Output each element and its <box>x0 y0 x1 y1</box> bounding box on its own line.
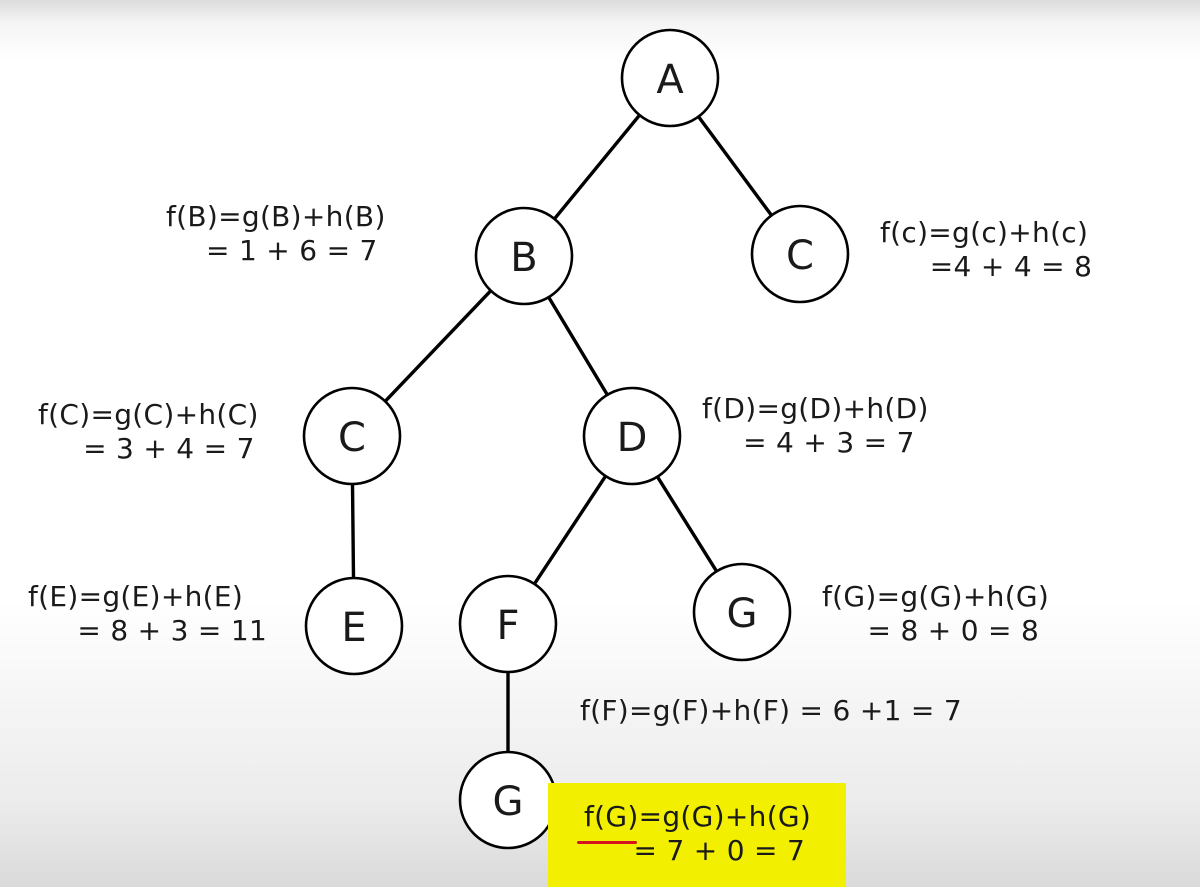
annotation-c-mid-formula: f(C)=g(C)+h(C) <box>38 398 259 431</box>
annotation-b: f(B)=g(B)+h(B) = 1 + 6 = 7 <box>166 200 386 268</box>
annotation-g-goal-value: = 7 + 0 = 7 <box>633 834 806 867</box>
annotation-c-top: f(c)=g(c)+h(c) =4 + 4 = 8 <box>880 216 1092 284</box>
edge-a-to-b <box>552 113 642 221</box>
node-c-top: C <box>750 204 850 304</box>
annotation-c-mid-value: = 3 + 4 = 7 <box>83 432 255 465</box>
node-circle <box>302 386 402 486</box>
annotation-g-right-value: = 8 + 0 = 8 <box>867 614 1040 647</box>
annotation-g-right: f(G)=g(G)+h(G) = 8 + 0 = 8 <box>822 580 1049 648</box>
edge-d-to-f <box>532 474 608 586</box>
edge-layer <box>350 113 774 754</box>
node-label: G <box>493 779 524 825</box>
edge-b-to-c-mid <box>383 289 493 403</box>
node-label: A <box>656 57 684 103</box>
annotation-g-right-formula: f(G)=g(G)+h(G) <box>822 580 1050 613</box>
edge-c-mid-to-e <box>350 482 356 580</box>
annotation-c-top-value: =4 + 4 = 8 <box>929 250 1093 283</box>
node-g-right: G <box>692 562 792 662</box>
annotation-d-formula: f(D)=g(D)+h(D) <box>702 392 929 425</box>
annotation-g-goal-formula: f(G)=g(G)+h(G) <box>584 800 812 833</box>
node-circle <box>692 562 792 662</box>
node-circle <box>458 574 558 674</box>
edge-b-to-d <box>547 295 609 397</box>
node-circle <box>582 386 682 486</box>
node-label: B <box>510 235 537 281</box>
node-label: F <box>496 603 519 649</box>
annotation-f: f(F)=g(F)+h(F) = 6 +1 = 7 <box>580 694 962 728</box>
node-label: D <box>617 415 648 461</box>
node-label: E <box>341 605 366 651</box>
node-circle <box>304 576 404 676</box>
edge-a-to-c-top <box>696 114 774 218</box>
annotation-f-formula: f(F)=g(F)+h(F) = 6 +1 = 7 <box>580 694 962 727</box>
node-e: E <box>304 576 404 676</box>
node-label: G <box>727 591 758 637</box>
annotation-d: f(D)=g(D)+h(D) = 4 + 3 = 7 <box>702 392 929 460</box>
annotation-c-mid: f(C)=g(C)+h(C) = 3 + 4 = 7 <box>38 398 259 466</box>
goal-underline-mark <box>577 841 637 844</box>
node-layer: A B C C D E F G G <box>302 28 850 850</box>
annotation-e: f(E)=g(E)+h(E) = 8 + 3 = 11 <box>28 580 267 648</box>
annotation-d-value: = 4 + 3 = 7 <box>743 426 915 459</box>
annotation-e-value: = 8 + 3 = 11 <box>77 614 268 647</box>
node-b: B <box>474 206 574 306</box>
edge-d-to-g-right <box>655 475 719 573</box>
annotation-e-formula: f(E)=g(E)+h(E) <box>28 580 244 613</box>
node-circle <box>620 28 720 128</box>
annotation-b-value: = 1 + 6 = 7 <box>206 234 378 267</box>
node-c-mid: C <box>302 386 402 486</box>
annotation-b-formula: f(B)=g(B)+h(B) <box>166 200 386 233</box>
node-d: D <box>582 386 682 486</box>
node-f: F <box>458 574 558 674</box>
node-circle <box>750 204 850 304</box>
node-circle <box>474 206 574 306</box>
annotation-c-top-formula: f(c)=g(c)+h(c) <box>880 216 1089 249</box>
node-a: A <box>620 28 720 128</box>
node-g-bottom: G <box>458 750 558 850</box>
node-label: C <box>786 233 814 279</box>
goal-highlight <box>548 783 846 887</box>
node-label: C <box>338 415 366 461</box>
annotation-g-goal: f(G)=g(G)+h(G) = 7 + 0 = 7 <box>584 800 811 868</box>
